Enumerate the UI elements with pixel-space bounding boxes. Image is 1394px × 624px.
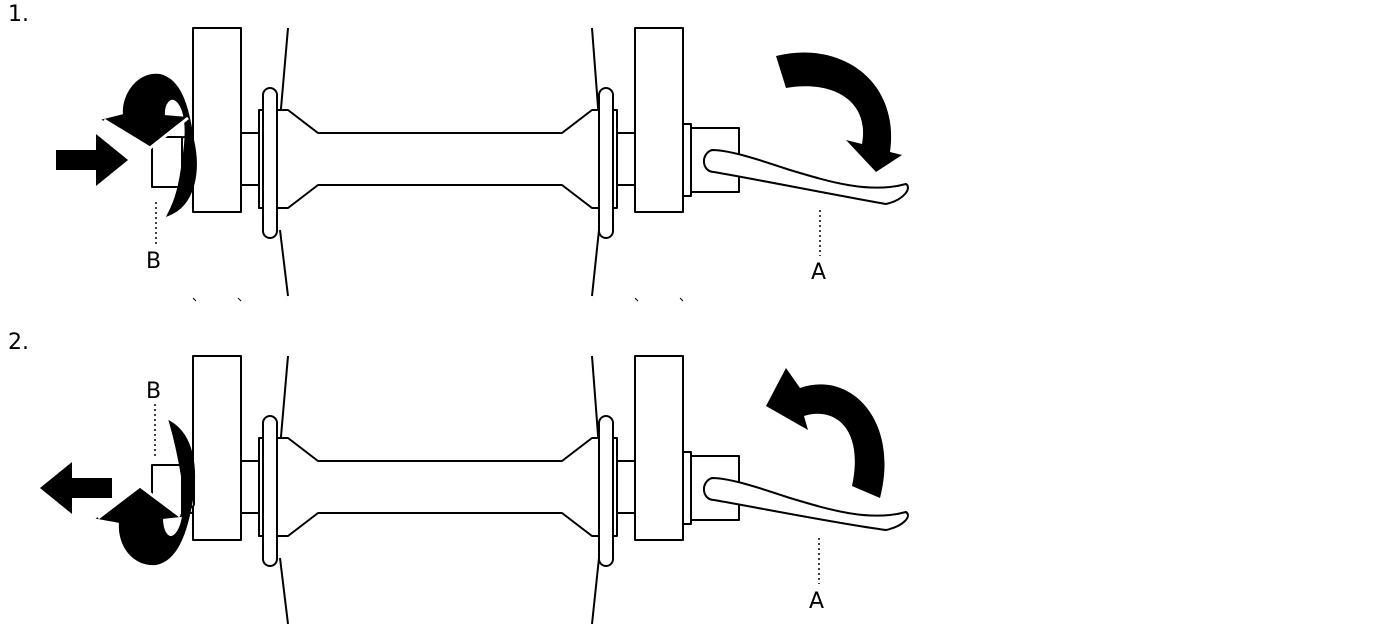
rotation-arrow-tighten-icon <box>101 73 197 217</box>
arrow-right-icon <box>56 134 128 186</box>
curved-arrow-clockwise-icon <box>776 52 902 172</box>
step-2-number: 2. <box>8 330 29 355</box>
arrow-left-icon <box>40 462 112 514</box>
callout-label-a-step-1: A <box>811 260 826 285</box>
hub-assembly-step-2 <box>151 355 740 624</box>
rotation-arrow-loosen-icon <box>95 419 195 566</box>
step-2-diagram: B A <box>40 355 909 624</box>
hub-assembly-step-1 <box>151 27 740 297</box>
quick-release-lever-open <box>703 476 909 532</box>
callout-label-b-step-1: B <box>146 249 161 274</box>
step-1-number: 1. <box>8 2 29 27</box>
curved-arrow-counterclockwise-icon <box>766 368 885 498</box>
step-1-diagram: B A <box>56 27 909 302</box>
break-marks-step-1 <box>192 297 684 302</box>
callout-label-a-step-2: A <box>809 589 824 614</box>
callout-label-b-step-2: B <box>146 379 161 404</box>
quick-release-lever <box>703 148 909 206</box>
